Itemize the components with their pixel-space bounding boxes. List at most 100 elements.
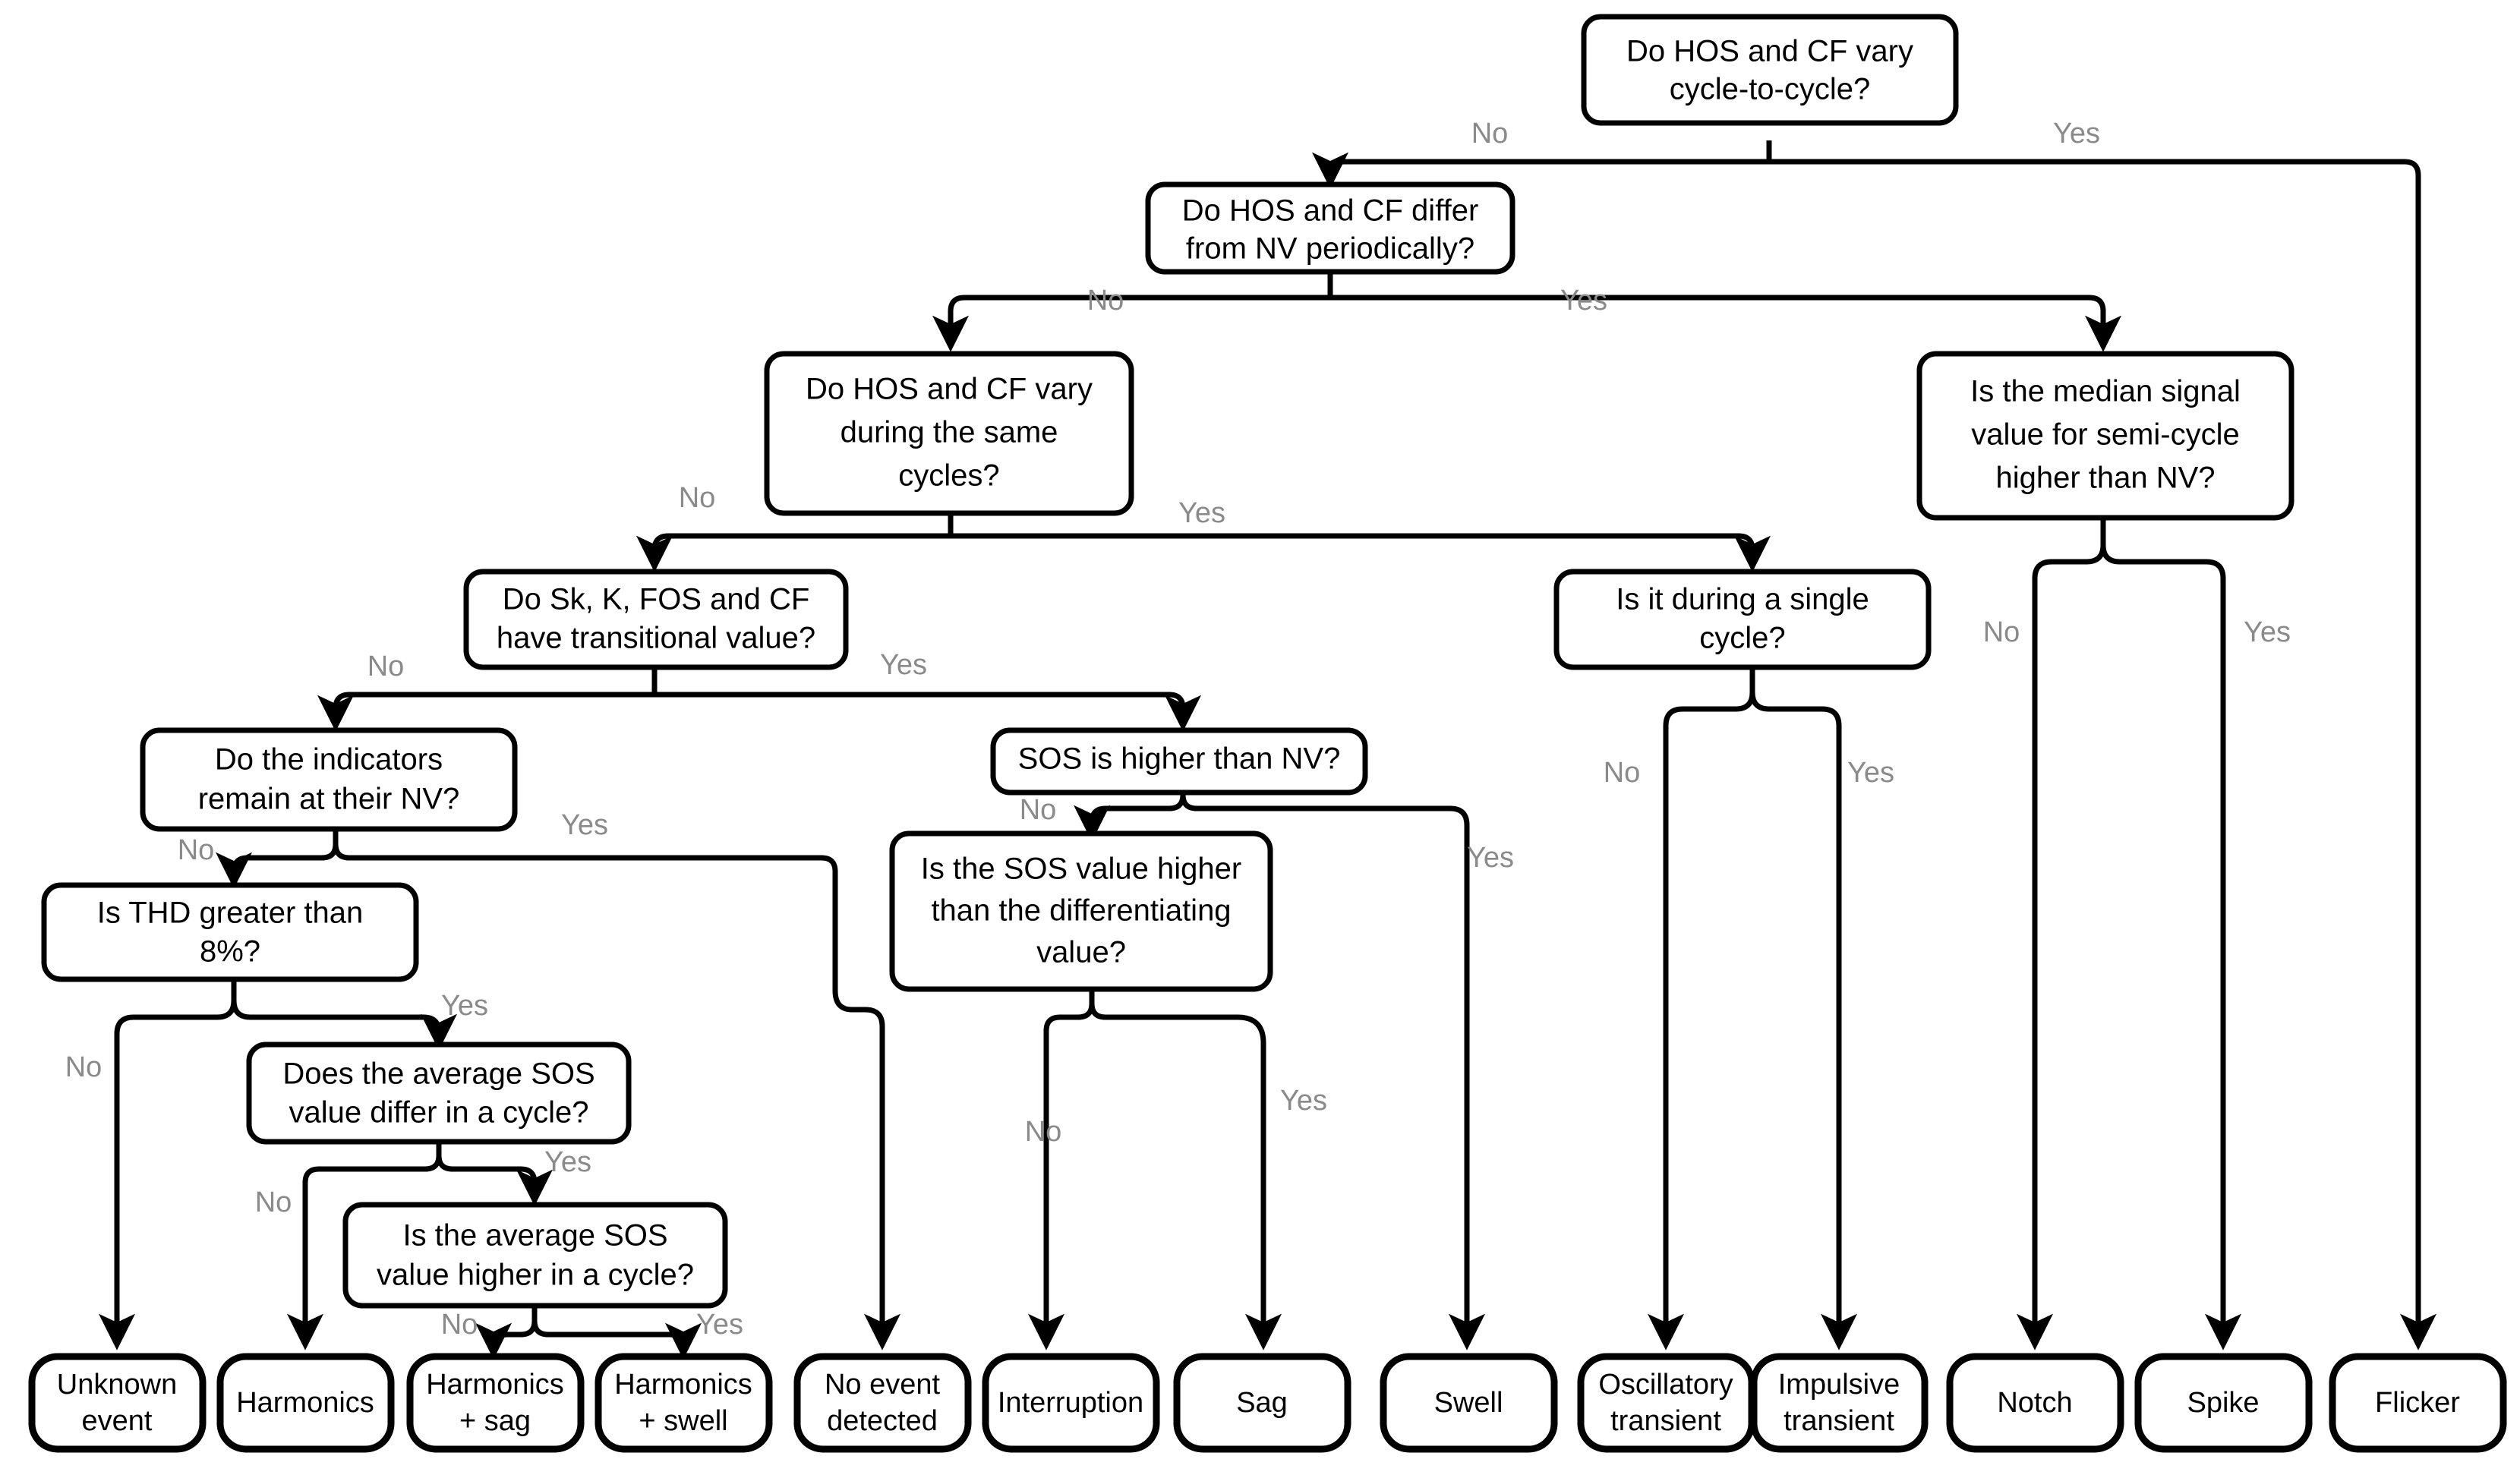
node-line: Impulsive [1778,1369,1900,1401]
decision-node-sos-higher-differentiating[interactable]: Is the SOS value higher than the differe… [889,830,1273,992]
node-line: Is the SOS value higher [921,852,1241,886]
terminal-node-notch[interactable]: Notch [1946,1353,2124,1453]
node-line: value for semi-cycle [1971,418,2239,452]
edge-d3-no-to-d5 [636,513,954,572]
node-line: transient [1610,1405,1721,1437]
edge-label-yes: Yes [1847,757,1894,789]
terminal-node-harmonics-plus-swell[interactable]: Harmonics + swell [595,1353,773,1453]
edge-label-yes: Yes [696,1309,743,1341]
terminal-node-layer: Unknown event Harmonics Harmonics + sag … [28,1353,2507,1453]
edge-label-no: No [1471,118,1509,150]
decision-node-average-sos-differ[interactable]: Does the average SOS value differ in a c… [246,1042,632,1145]
decision-node-hos-cf-cycle-to-cycle[interactable]: Do HOS and CF vary cycle-to-cycle? [1581,14,1959,126]
node-line: Do the indicators [215,743,443,777]
edge-d10-yes-to-sag [1089,989,1282,1350]
decision-node-sk-k-fos-cf-transitional[interactable]: Do Sk, K, FOS and CF have transitional v… [463,569,849,670]
decision-node-hos-cf-differ-nv[interactable]: Do HOS and CF differ from NV periodicall… [1145,181,1515,275]
terminal-node-oscillatory-transient[interactable]: Oscillatory transient [1577,1353,1755,1453]
node-line: from NV periodically? [1186,232,1474,266]
edge-label-yes: Yes [2053,118,2100,150]
terminal-node-spike[interactable]: Spike [2134,1353,2313,1453]
node-line: Notch [1997,1387,2072,1419]
node-line: cycle-to-cycle? [1670,73,1871,106]
edge-d9-yes-to-d11 [231,979,458,1051]
edge-label-no: No [1025,1116,1062,1148]
edge-d5-no-to-d7 [317,668,658,732]
node-line: Swell [1434,1387,1503,1419]
edge-d6-no-to-oscillatory [1647,668,1755,1350]
node-line: 8%? [200,935,260,969]
node-line: Interruption [998,1387,1143,1419]
edge-d7-no-to-d9 [215,830,339,889]
edge-label-yes: Yes [561,809,608,841]
edge-d6-yes-to-impulsive [1749,668,1858,1350]
terminal-node-flicker[interactable]: Flicker [2329,1353,2507,1453]
decision-node-single-cycle[interactable]: Is it during a single cycle? [1553,569,1932,670]
edge-label-yes: Yes [1467,842,1514,874]
node-line: Spike [2187,1387,2259,1419]
terminal-node-harmonics[interactable]: Harmonics [216,1353,395,1453]
edge-d4-no-to-notch [2016,518,2106,1350]
node-line: higher than NV? [1995,462,2215,495]
edge-label-no: No [1087,285,1124,317]
edge-d12-yes-to-harmonics-swell [531,1306,702,1360]
node-line: Is the average SOS [402,1219,667,1253]
terminal-node-unknown-event[interactable]: Unknown event [28,1353,207,1453]
node-line: Do HOS and CF differ [1182,194,1479,228]
node-line: Unknown [57,1369,177,1401]
terminal-node-impulsive-transient[interactable]: Impulsive transient [1750,1353,1929,1453]
edge-d10-no-to-interruption [1027,989,1095,1350]
node-line: Harmonics [236,1387,374,1419]
node-line: value differ in a cycle? [289,1096,588,1130]
edge-label-yes: Yes [441,990,488,1022]
edge-d8-yes-to-swell [1180,776,1486,1350]
edge-label-no: No [178,834,215,866]
node-line: detected [827,1405,938,1437]
edge-label-no: No [1604,757,1641,789]
node-line: transient [1784,1405,1894,1437]
node-line: Oscillatory [1598,1369,1733,1401]
terminal-node-harmonics-plus-sag[interactable]: Harmonics + sag [406,1353,585,1453]
node-line: event [82,1405,153,1437]
edge-label-yes: Yes [880,649,927,681]
decision-node-sos-higher-than-nv[interactable]: SOS is higher than NV? [990,727,1368,796]
edge-label-no: No [679,482,716,514]
node-line: than the differentiating [931,894,1231,928]
edge-d1-no-to-d2 [1311,140,1772,189]
terminal-node-sag[interactable]: Sag [1173,1353,1351,1453]
edge-d1-yes-to-flicker [1766,140,2437,1350]
edge-label-no: No [65,1051,103,1083]
node-line: Harmonics [426,1369,564,1401]
node-line: cycles? [898,459,999,493]
node-line: Sag [1236,1387,1288,1419]
node-line: Do HOS and CF vary [806,373,1093,406]
decision-node-hos-cf-same-cycles[interactable]: Do HOS and CF vary during the same cycle… [764,351,1134,516]
edge-label-yes: Yes [1178,497,1225,529]
edge-label-yes: Yes [2244,616,2291,648]
terminal-node-interruption[interactable]: Interruption [982,1353,1160,1453]
terminal-node-no-event-detected[interactable]: No event detected [793,1353,972,1453]
node-line: value? [1036,936,1126,969]
decision-node-thd-greater-8[interactable]: Is THD greater than 8%? [41,882,419,982]
node-line: Is THD greater than [97,897,364,930]
edge-d7-yes-to-no-event [333,830,901,1350]
decision-node-layer: Do HOS and CF vary cycle-to-cycle? Do HO… [41,14,2294,1309]
node-line: + sag [459,1405,531,1437]
edge-d9-no-to-unknown [98,979,237,1350]
node-line: Does the average SOS [282,1057,595,1091]
decision-node-median-signal-value[interactable]: Is the median signal value for semi-cycl… [1916,351,2294,521]
decision-node-average-sos-higher[interactable]: Is the average SOS value higher in a cyc… [342,1202,728,1309]
node-line: Is it during a single [1616,583,1869,616]
edge-label-layer: No Yes No Yes No Yes No Yes No Yes No Ye… [65,118,2291,1341]
node-line: value higher in a cycle? [377,1259,694,1292]
edge-d2-yes-to-d4 [1327,271,2122,352]
edge-layer [98,140,2437,1360]
decision-node-indicators-remain-nv[interactable]: Do the indicators remain at their NV? [140,727,518,832]
terminal-node-swell[interactable]: Swell [1380,1353,1558,1453]
edge-d3-yes-to-d6 [948,513,1771,572]
node-line: Do HOS and CF vary [1626,35,1913,68]
edge-d4-yes-to-spike [2100,518,2242,1350]
edge-label-no: No [1020,794,1057,826]
